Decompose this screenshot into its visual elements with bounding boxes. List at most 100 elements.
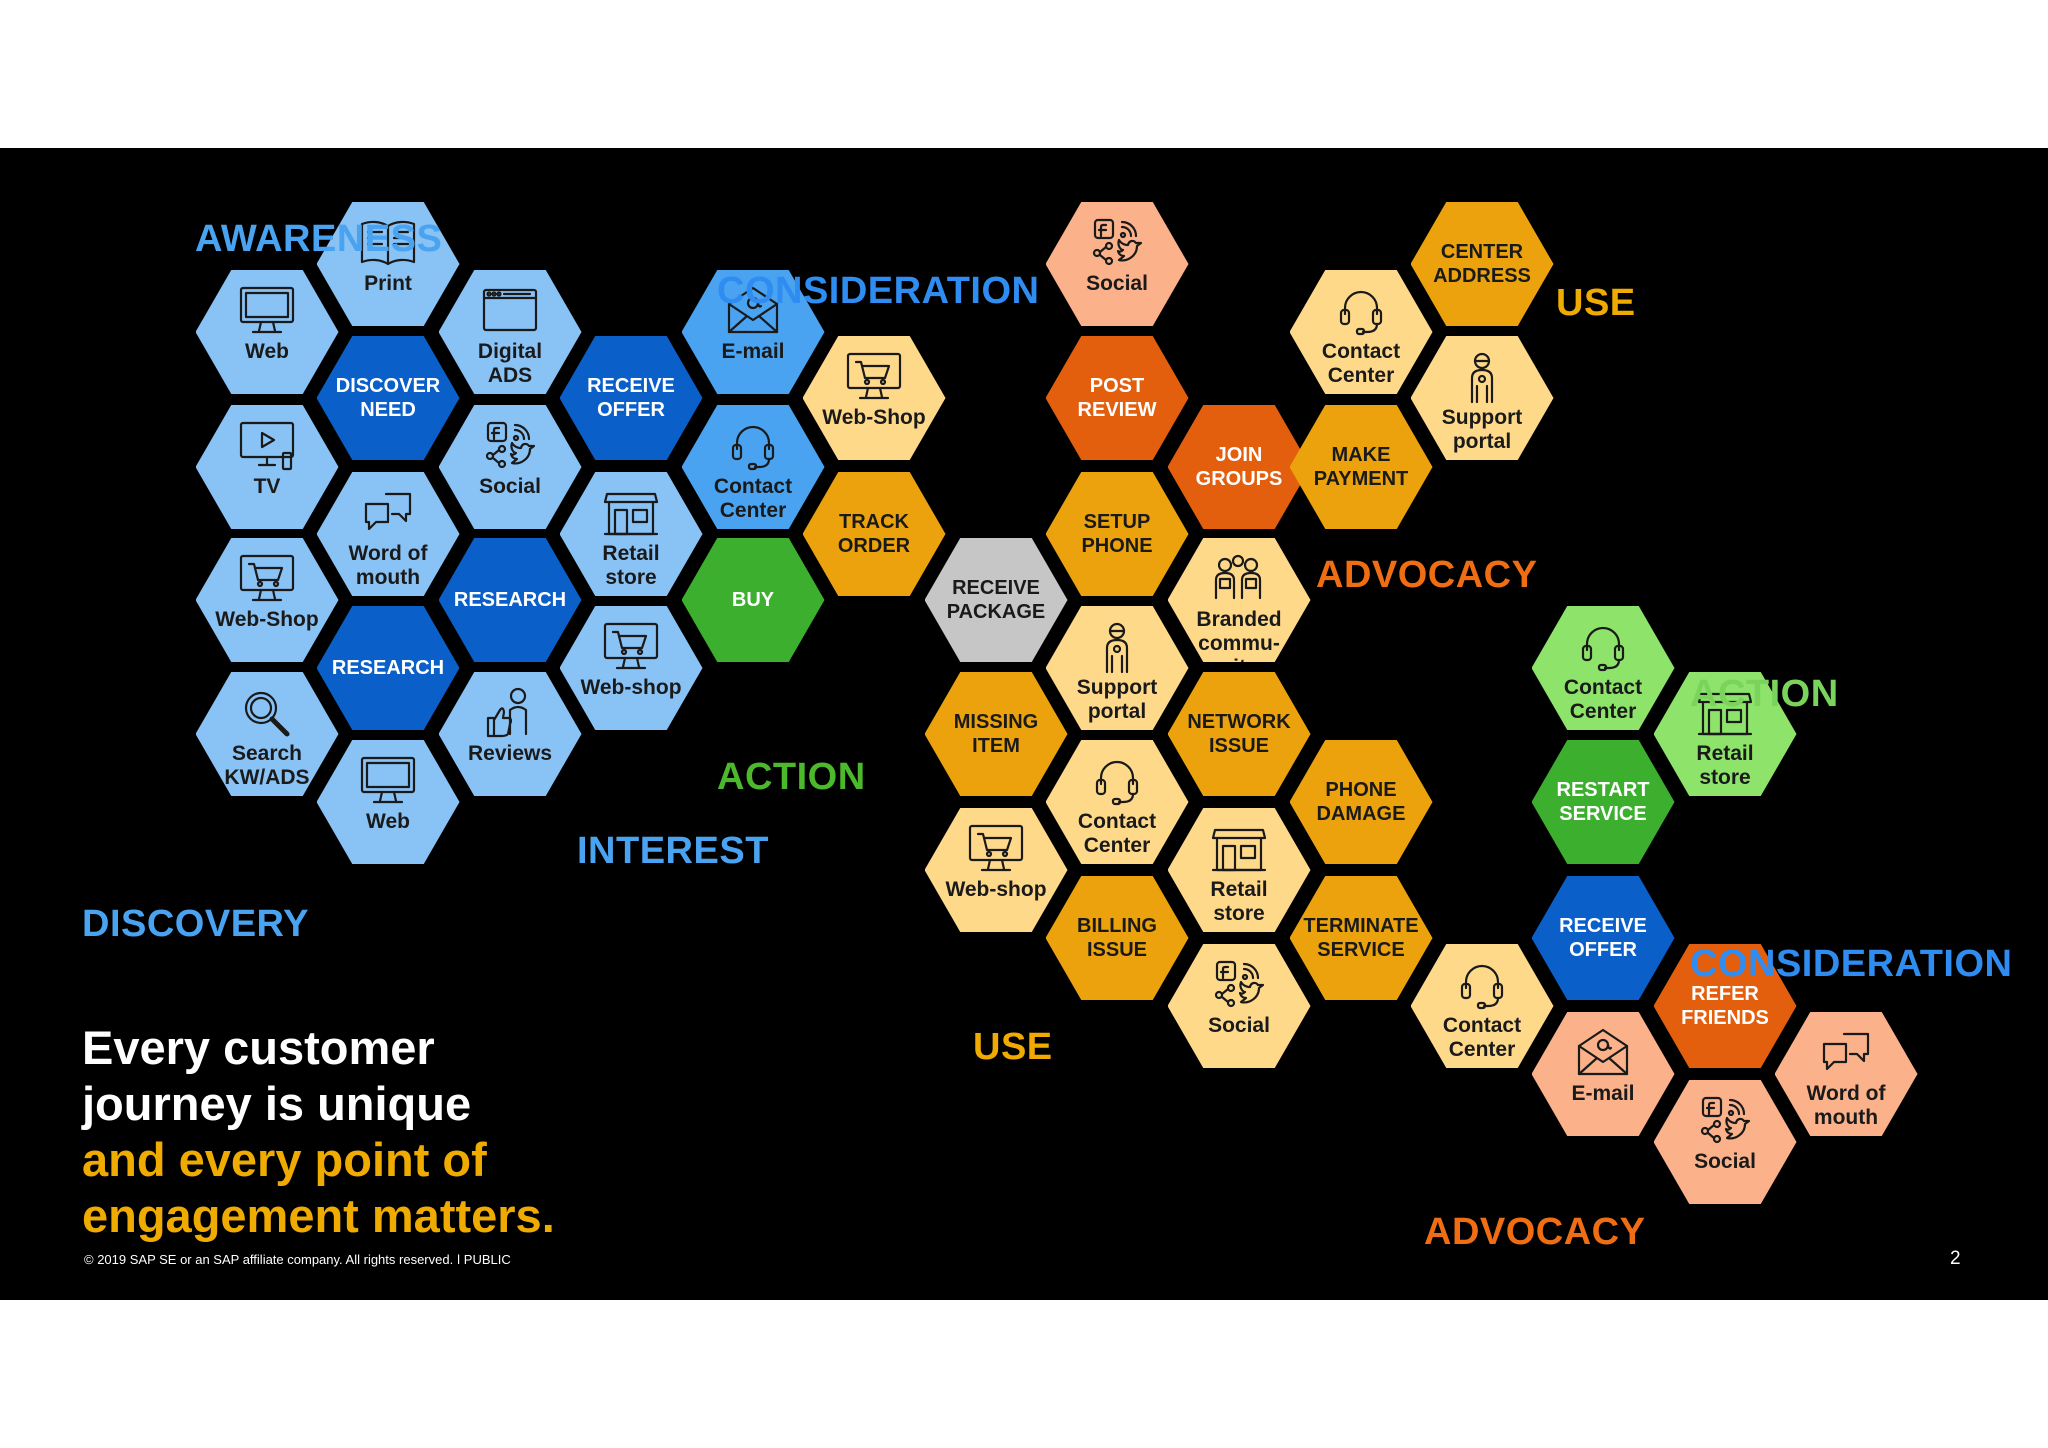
shopping-cart-icon (964, 822, 1028, 876)
journey-hexagon: Social (1653, 1080, 1797, 1204)
hexagon-label: BILLING ISSUE (1077, 915, 1157, 961)
hexagon-label: Retail store (1696, 742, 1754, 789)
thumbs-up-icon (478, 686, 542, 740)
journey-hexagon: JOIN GROUPS (1167, 405, 1311, 529)
journey-hexagon: RECEIVE PACKAGE (924, 538, 1068, 662)
stage-label: ACTION (1690, 673, 1839, 715)
journey-hexagon: MISSING ITEM (924, 672, 1068, 796)
journey-hexagon: Word of mouth (1774, 1012, 1918, 1136)
hexagon-label: JOIN GROUPS (1195, 444, 1283, 490)
social-icon (478, 419, 542, 473)
hexagon-label: Web-shop (945, 878, 1047, 901)
journey-hexagon: Digital ADS (438, 270, 582, 394)
journey-hexagon: Contact Center (1531, 606, 1675, 730)
journey-hexagon: Social (1045, 202, 1189, 326)
journey-hexagon: NETWORK ISSUE (1167, 672, 1311, 796)
journey-hexagon: RESEARCH (316, 606, 460, 730)
stage-label: INTEREST (577, 830, 769, 872)
hexagon-label: Retail store (602, 542, 660, 589)
hexagon-label: MAKE PAYMENT (1313, 444, 1409, 490)
hexagon-label: RECEIVE OFFER (587, 375, 675, 421)
hexagon-label: PHONE DAMAGE (1316, 779, 1406, 825)
journey-hexagon: Contact Center (1289, 270, 1433, 394)
hexagon-label: TRACK ORDER (837, 511, 911, 557)
journey-hexagon: CENTER ADDRESS (1410, 202, 1554, 326)
envelope-icon (721, 284, 785, 338)
journey-hexagon: Web-shop (924, 808, 1068, 932)
journey-hexagon: Retail store (1167, 808, 1311, 932)
hexagon-label: RESEARCH (331, 657, 445, 679)
journey-hexagon: BILLING ISSUE (1045, 876, 1189, 1000)
stage-label: CONSIDERATION (1690, 943, 2013, 985)
hexagon-label: MISSING ITEM (953, 711, 1039, 757)
monitor-icon (235, 284, 299, 338)
hexagon-label: TERMINATE SERVICE (1303, 915, 1419, 961)
monitor-icon (356, 754, 420, 808)
magnifier-icon (235, 686, 299, 740)
book-icon (356, 216, 420, 270)
hexagon-label: POST REVIEW (1077, 375, 1157, 421)
hexagon-label: Reviews (467, 742, 553, 765)
hexagon-label: Contact Center (713, 475, 793, 522)
journey-hexagon: Support portal (1045, 606, 1189, 730)
journey-hexagon: Retail store (1653, 672, 1797, 796)
hexagon-label: Web-Shop (215, 608, 319, 631)
store-icon (599, 486, 663, 540)
hexagon-label: Search KW/ADS (224, 742, 310, 789)
hexagon-label: TV (253, 475, 281, 498)
hexagon-label: Word of mouth (348, 542, 428, 589)
social-icon (1693, 1094, 1757, 1148)
hexagon-label: Retail store (1210, 878, 1268, 925)
hexagon-label: Web-shop (580, 676, 682, 699)
hexagon-label: Web (245, 340, 289, 363)
journey-hexagon: Web-Shop (802, 336, 946, 460)
shopping-cart-icon (599, 620, 663, 674)
journey-hexagon: TERMINATE SERVICE (1289, 876, 1433, 1000)
journey-hexagon: Contact Center (1045, 740, 1189, 864)
journey-hexagon: Web (316, 740, 460, 864)
stage-label: AWARENESS (195, 218, 443, 260)
social-icon (1207, 958, 1271, 1012)
hexagon-label: RECEIVE PACKAGE (946, 577, 1046, 623)
hexagon-label: Web-Shop (822, 406, 926, 429)
journey-hexagon: TV (195, 405, 339, 529)
hexagon-label: RESEARCH (453, 589, 567, 611)
hexagon-label: NETWORK ISSUE (1187, 711, 1291, 757)
shopping-cart-icon (842, 350, 906, 404)
hexagon-label: Support portal (1076, 676, 1158, 723)
journey-hexagon: POST REVIEW (1045, 336, 1189, 460)
journey-hexagon: SETUP PHONE (1045, 472, 1189, 596)
speech-bubbles-icon (356, 486, 420, 540)
hexagon-label: Contact Center (1442, 1014, 1522, 1061)
headline-line: engagement matters. (82, 1189, 555, 1242)
shopping-cart-icon (235, 552, 299, 606)
journey-hexagon: MAKE PAYMENT (1289, 405, 1433, 529)
envelope-icon (1571, 1026, 1635, 1080)
hexagon-label: BUY (731, 589, 775, 611)
hexagon-label: Contact Center (1321, 340, 1401, 387)
hexagon-label: Print (364, 272, 412, 295)
group-icon (1207, 552, 1271, 606)
store-icon (1693, 686, 1757, 740)
headline-line: journey is unique (82, 1077, 472, 1130)
browser-icon (478, 284, 542, 338)
journey-hexagon: Word of mouth (316, 472, 460, 596)
hexagon-label: RESTART SERVICE (1556, 779, 1650, 825)
journey-hexagon: Social (1167, 944, 1311, 1068)
headset-icon (1085, 754, 1149, 808)
hexagon-label: Contact Center (1563, 676, 1643, 723)
hexagon-label: DISCOVER NEED (335, 375, 441, 421)
hexagon-label: Social (1208, 1014, 1270, 1037)
hexagon-label: Word of mouth (1806, 1082, 1886, 1129)
stage-label: ADVOCACY (1424, 1211, 1646, 1253)
journey-hexagon: Print (316, 202, 460, 326)
stage-label: CONSIDERATION (717, 270, 1040, 312)
hexagon-label: Web (366, 810, 410, 833)
journey-hexagon: Contact Center (681, 405, 825, 529)
journey-hexagon: DISCOVER NEED (316, 336, 460, 460)
headset-icon (1450, 958, 1514, 1012)
journey-hexagon: REFER FRIENDS (1653, 944, 1797, 1068)
hexagon-label: Support portal (1441, 406, 1523, 453)
social-icon (1085, 216, 1149, 270)
